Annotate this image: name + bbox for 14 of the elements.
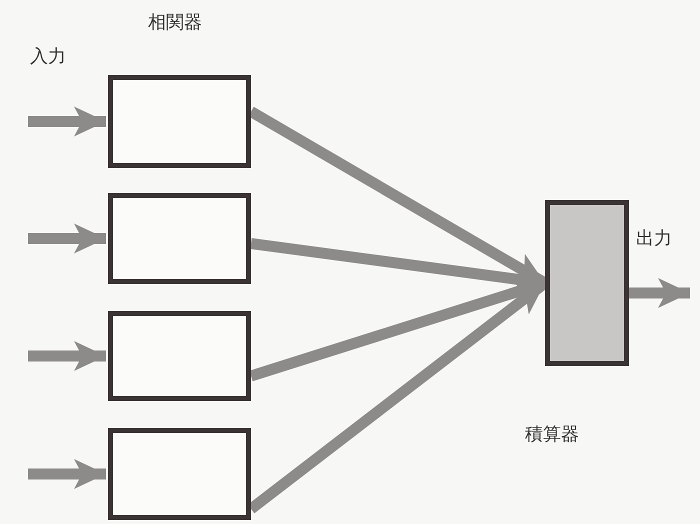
correlator-box [108,428,251,520]
arrow [28,459,106,489]
arrow [28,224,106,254]
node-label: 積算器 [525,424,579,446]
correlator-box [108,75,251,168]
label: 相関器 [148,12,202,34]
correlator-box [108,193,251,284]
arrow [629,278,690,308]
correlator-box [108,311,251,401]
integrator-box [545,200,629,366]
label: 出力 [636,228,672,250]
arrow [28,341,106,371]
arrow [28,106,106,136]
label: 入力 [30,46,66,68]
